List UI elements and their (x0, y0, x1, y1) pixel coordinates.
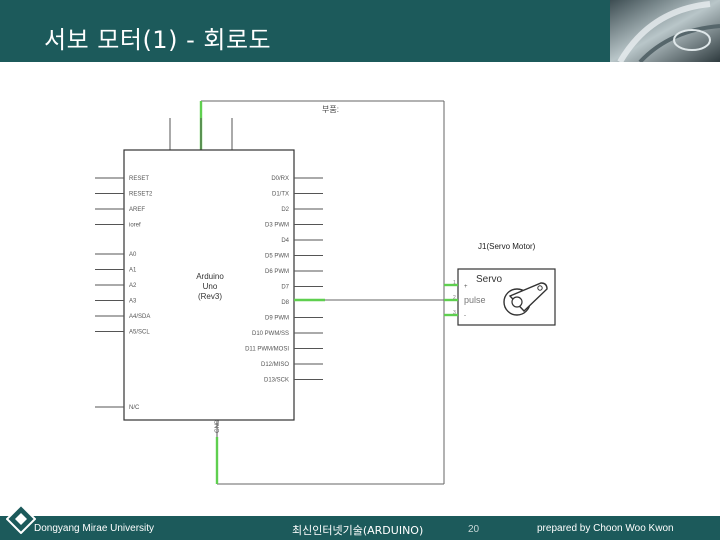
right-pin-d9-pwm-label: D9 PWM (265, 316, 289, 322)
arduino-board (123, 149, 295, 421)
board-label-line-1: Arduino (196, 272, 224, 281)
right-pin-d13-sck-label: D13/SCK (264, 378, 289, 384)
footer-course: 최신인터넷기술(ARDUINO) (292, 524, 424, 537)
slide-header: 서보 모터(1) - 회로도 (0, 0, 720, 62)
slide-title: 서보 모터(1) - 회로도 (44, 26, 272, 54)
right-pin-d5-pwm-label: D5 PWM (265, 254, 289, 260)
footer-page-number: 20 (468, 524, 480, 535)
left-pin-aref-label: AREF (129, 207, 145, 213)
servo-pin-minus-label: - (464, 313, 466, 319)
right-pin-d12-miso-label: D12/MISO (261, 362, 289, 368)
servo-pin-2-number: 2 (453, 295, 456, 301)
left-pin-reset-label: RESET (129, 176, 149, 182)
right-pin-d8-label: D8 (281, 300, 289, 306)
servo-name: Servo (476, 274, 503, 285)
right-pin-d1-tx-label: D1/TX (272, 192, 289, 198)
circuit-diagram: 부품: 3V35VVIN Arduino Uno (Rev3) RESETRES… (95, 100, 556, 485)
right-pin-d0-rx-label: D0/RX (271, 176, 289, 182)
right-pin-d6-pwm-label: D6 PWM (265, 269, 289, 275)
right-pin-d4-label: D4 (281, 238, 289, 244)
right-pin-d7-label: D7 (281, 285, 289, 291)
left-pin-reset2-label: RESET2 (129, 192, 153, 198)
left-pin-ioref-label: ioref (129, 223, 141, 229)
servo-pin-1-number: 1 (453, 280, 456, 286)
power-net-label: 부품: (322, 105, 339, 114)
servo-reference: J1(Servo Motor) (478, 242, 536, 251)
board-label-line-3: (Rev3) (198, 292, 222, 301)
left-pin-a4-sda-label: A4/SDA (129, 314, 150, 320)
left-pin-n-c-label: N/C (129, 405, 140, 411)
left-pin-a1-label: A1 (129, 268, 137, 274)
footer-author: prepared by Choon Woo Kwon (537, 523, 674, 534)
left-pin-a3-label: A3 (129, 299, 137, 305)
servo-pin-3-number: 3 (453, 310, 456, 316)
diamond-logo-icon (6, 504, 36, 534)
gnd-pin-label: GND (215, 419, 221, 433)
header-decoration (610, 0, 720, 62)
footer-university: Dongyang Mirae University (34, 523, 155, 534)
left-pin-a0-label: A0 (129, 252, 137, 258)
slide-footer: Dongyang Mirae University 최신인터넷기술(ARDUIN… (0, 516, 720, 540)
right-pin-d3-pwm-label: D3 PWM (265, 223, 289, 229)
right-pin-d10-pwm-ss-label: D10 PWM/SS (252, 331, 289, 337)
servo-pin-plus-label: + (464, 284, 468, 290)
servo-pin-pulse-label: pulse (464, 295, 486, 305)
left-pin-a2-label: A2 (129, 283, 137, 289)
board-label-line-2: Uno (203, 282, 218, 291)
servo-horn-icon (503, 282, 548, 316)
right-pin-d11-pwm-mosi-label: D11 PWM/MOSI (245, 347, 289, 353)
left-pin-a5-scl-label: A5/SCL (129, 330, 150, 336)
right-pin-d2-label: D2 (281, 207, 289, 213)
